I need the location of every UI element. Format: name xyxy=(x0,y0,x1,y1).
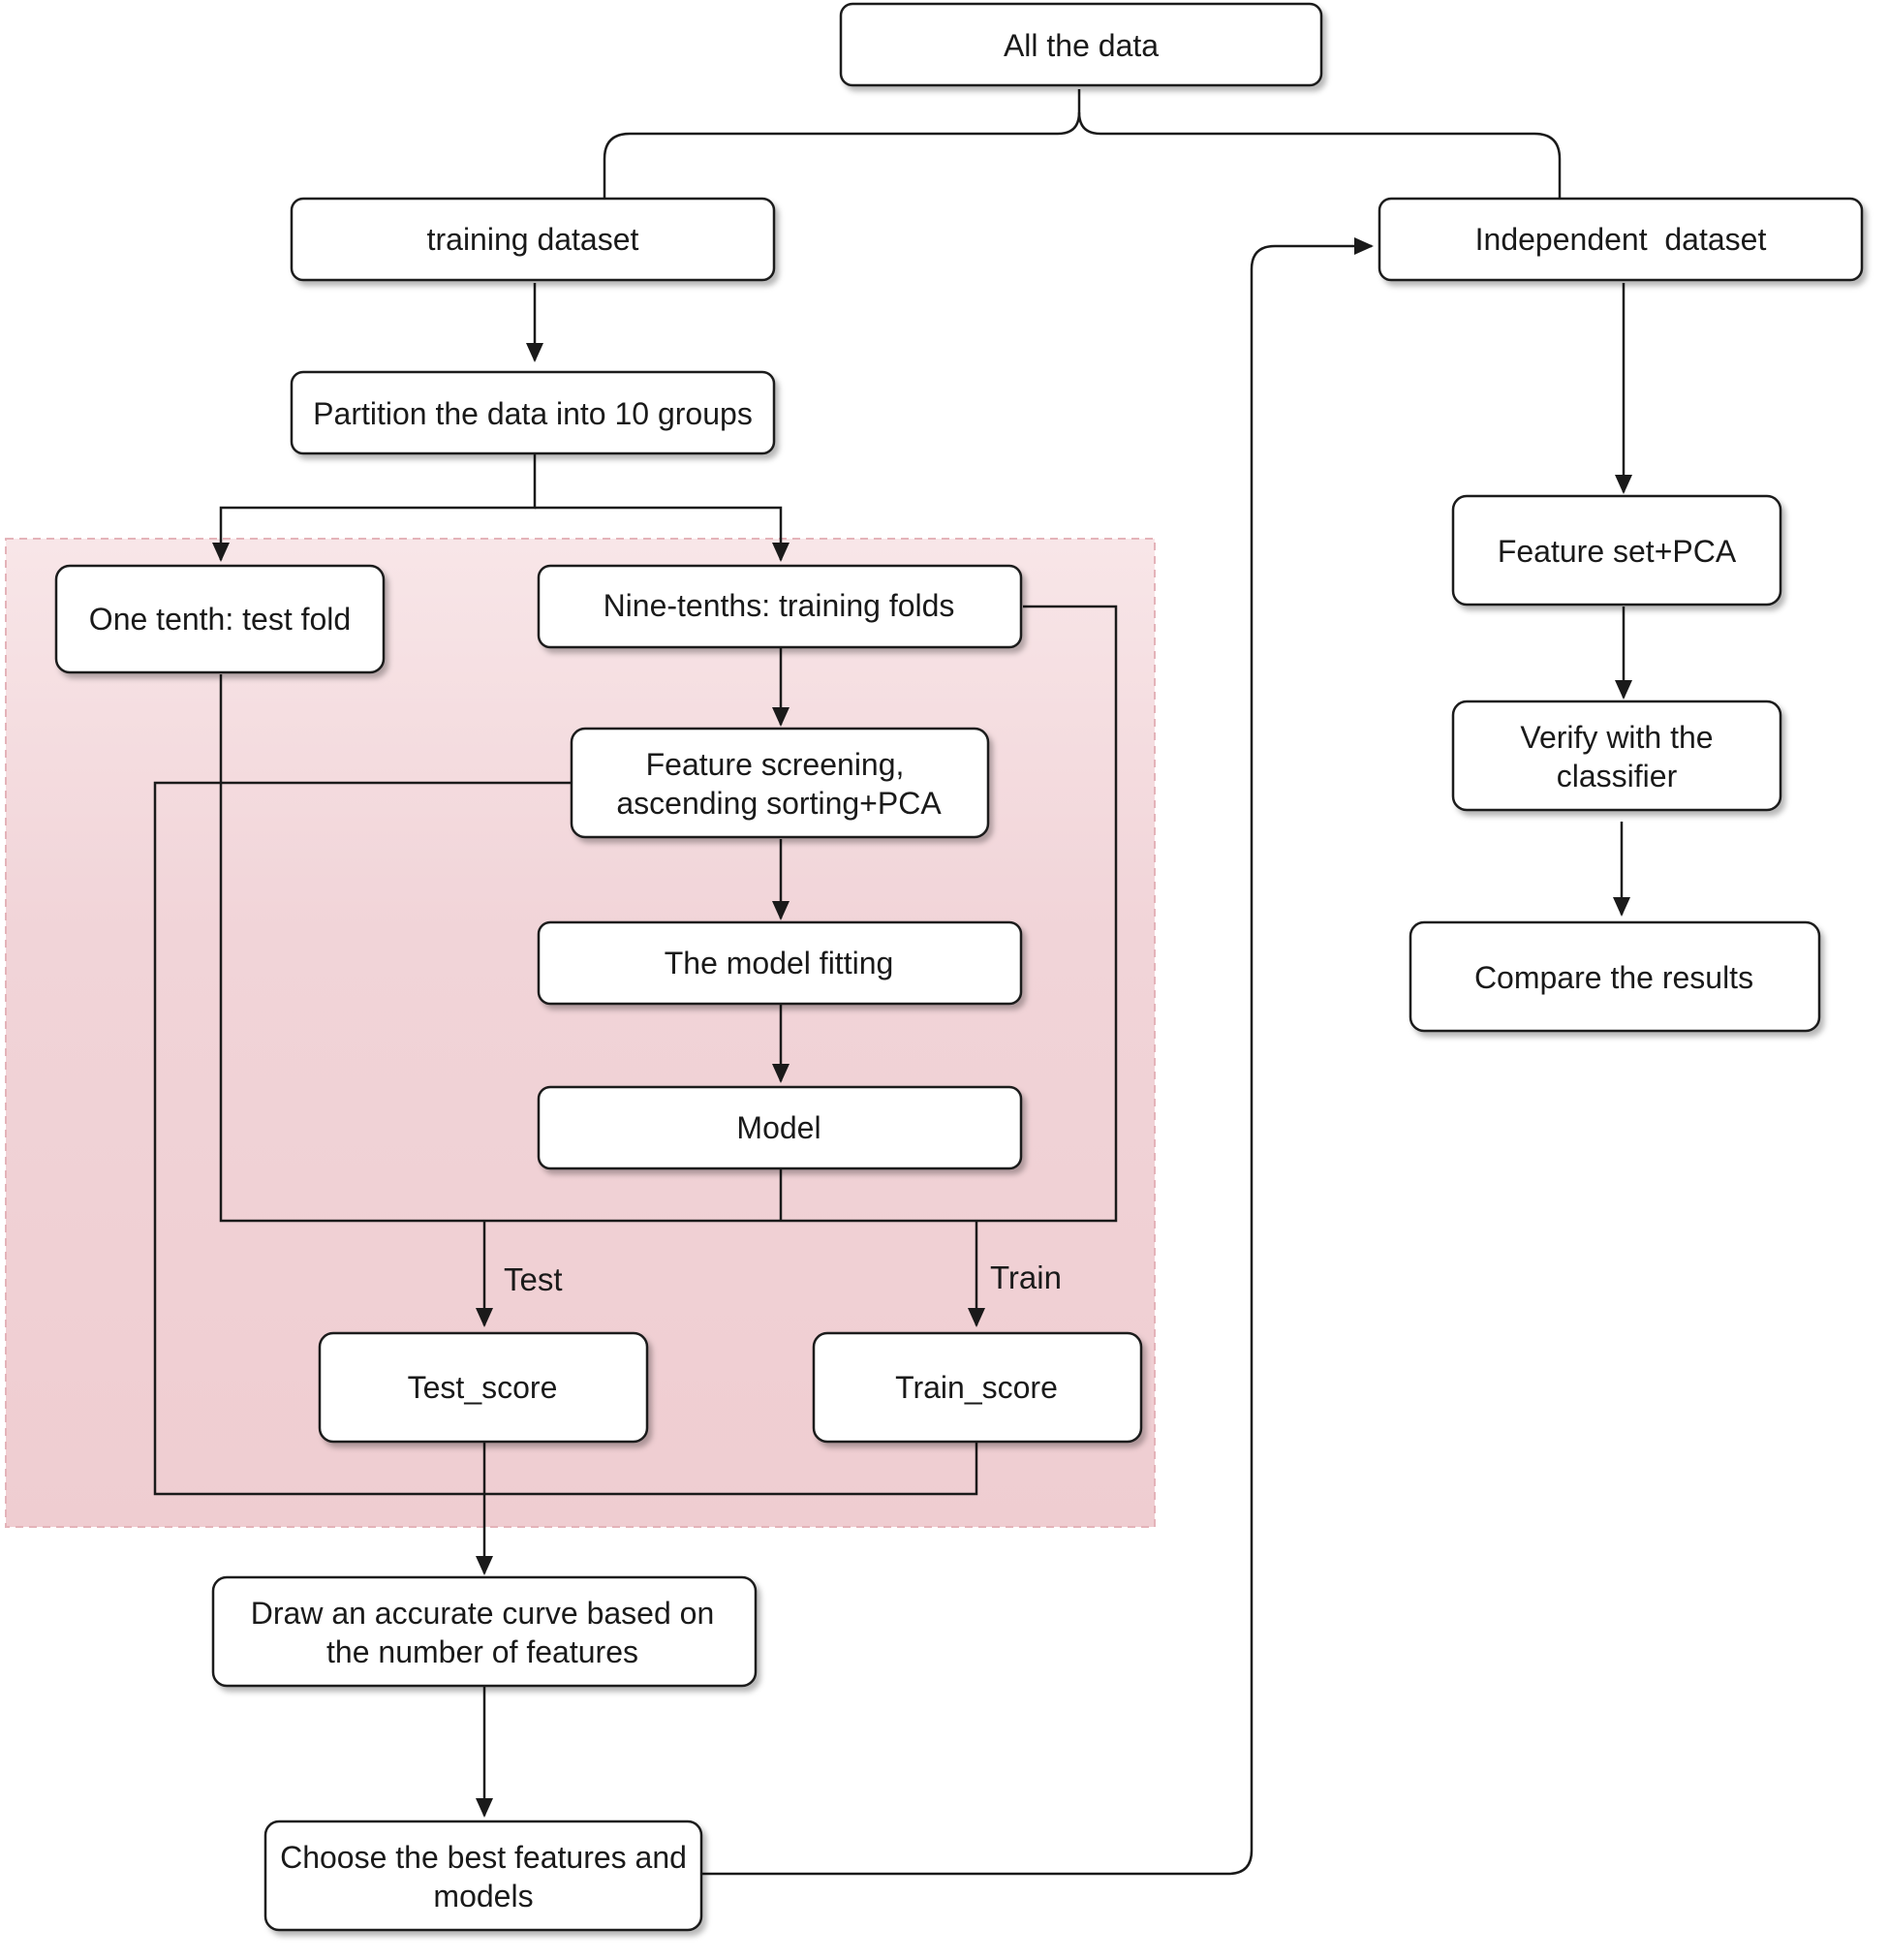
node-model-label: Model xyxy=(736,1110,821,1145)
node-partition: Partition the data into 10 groups xyxy=(290,370,776,455)
node-feature-screening-label-line1: Feature screening, xyxy=(646,747,905,782)
node-training-folds-label: Nine-tenths: training folds xyxy=(604,588,955,623)
node-test-score: Test_score xyxy=(318,1331,649,1444)
node-choose-best-label-line2: models xyxy=(433,1879,533,1913)
node-train-score: Train_score xyxy=(812,1331,1143,1444)
node-independent-dataset-label: Independent dataset xyxy=(1475,222,1767,257)
node-choose-best-label-line1: Choose the best features and xyxy=(280,1840,687,1875)
edge-partition-split xyxy=(212,453,537,562)
node-compare-results: Compare the results xyxy=(1409,920,1821,1033)
edge-choose-to-independent xyxy=(701,237,1374,1876)
node-feature-set-pca: Feature set+PCA xyxy=(1451,494,1782,607)
edge-label-test: Test xyxy=(504,1261,563,1297)
edge-all-data-to-independent xyxy=(1077,111,1562,198)
node-training-dataset-label: training dataset xyxy=(427,222,639,257)
node-model-fitting: The model fitting xyxy=(537,920,1023,1006)
node-model-fitting-label: The model fitting xyxy=(665,946,894,980)
node-verify-label-line2: classifier xyxy=(1557,759,1678,793)
edge-partition-to-training-folds xyxy=(535,506,790,562)
connectors xyxy=(153,89,1632,1876)
node-draw-curve: Draw an accurate curve based on the numb… xyxy=(211,1575,758,1688)
node-test-fold-label: One tenth: test fold xyxy=(89,602,351,637)
node-verify-label-line1: Verify with the xyxy=(1520,720,1713,755)
node-training-dataset: training dataset xyxy=(290,197,776,282)
node-test-fold: One tenth: test fold xyxy=(54,564,386,674)
node-feature-screening: Feature screening, ascending sorting+PCA xyxy=(570,727,990,839)
node-train-score-label: Train_score xyxy=(895,1370,1058,1405)
node-feature-set-pca-label: Feature set+PCA xyxy=(1498,534,1737,569)
node-draw-curve-label-line2: the number of features xyxy=(326,1634,638,1669)
node-all-the-data-label: All the data xyxy=(1004,28,1159,63)
node-independent-dataset: Independent dataset xyxy=(1378,197,1864,282)
node-choose-best: Choose the best features and models xyxy=(263,1820,703,1932)
node-all-the-data: All the data xyxy=(839,2,1323,87)
node-partition-label: Partition the data into 10 groups xyxy=(313,396,753,431)
edge-screening-feedback xyxy=(153,781,978,1496)
node-feature-screening-label-line2: ascending sorting+PCA xyxy=(616,786,942,821)
node-draw-curve-label-line1: Draw an accurate curve based on xyxy=(251,1596,714,1631)
node-compare-results-label: Compare the results xyxy=(1474,960,1753,995)
node-model: Model xyxy=(537,1085,1023,1170)
edge-test-fold-down xyxy=(219,605,1118,1223)
edge-label-train: Train xyxy=(990,1260,1062,1295)
edge-all-data-split xyxy=(603,89,1081,198)
node-test-score-label: Test_score xyxy=(408,1370,558,1405)
node-verify: Verify with the classifier xyxy=(1451,700,1782,812)
node-training-folds: Nine-tenths: training folds xyxy=(537,564,1023,649)
